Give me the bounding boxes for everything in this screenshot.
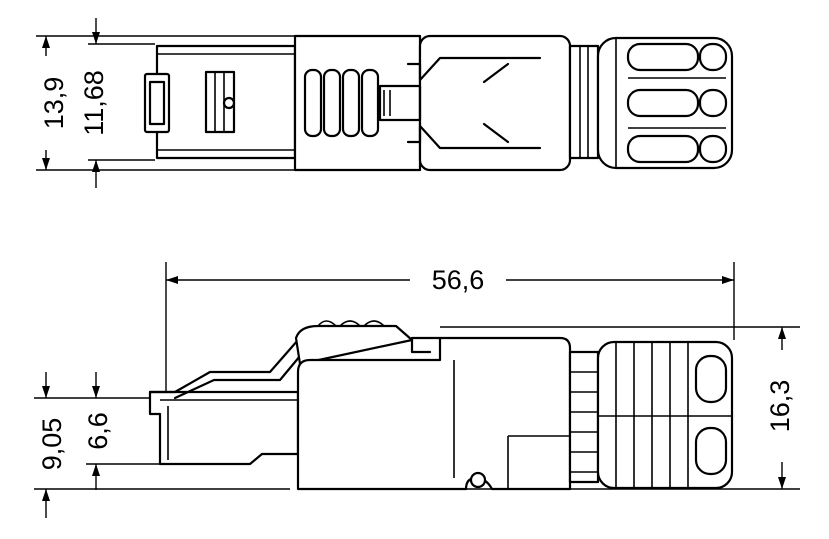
side-thread bbox=[568, 350, 600, 484]
side-latch bbox=[294, 320, 414, 366]
dim-label-9-05: 9,05 bbox=[37, 418, 67, 471]
dim-label-16-3: 16,3 bbox=[765, 380, 795, 433]
side-view: 56,6 16,3 9,05 6,6 bbox=[34, 262, 800, 518]
dim-13-9-lines bbox=[42, 36, 50, 170]
dim-label-13-9: 13,9 bbox=[39, 77, 69, 130]
top-plug bbox=[143, 44, 297, 160]
dim-label-6-6: 6,6 bbox=[83, 412, 113, 450]
dim-11-68-lines bbox=[92, 18, 100, 188]
dim-label-11-68: 11,68 bbox=[79, 70, 109, 136]
side-cable-nut bbox=[596, 340, 734, 490]
dim-label-56-6: 56,6 bbox=[432, 265, 485, 295]
dim-plug-lines bbox=[34, 372, 290, 518]
top-cable-nut bbox=[596, 36, 734, 170]
top-view: 13,9 11,68 bbox=[36, 18, 734, 188]
top-thread bbox=[568, 44, 600, 160]
top-housing bbox=[293, 34, 572, 172]
side-plug bbox=[148, 338, 302, 466]
side-housing bbox=[296, 336, 572, 491]
